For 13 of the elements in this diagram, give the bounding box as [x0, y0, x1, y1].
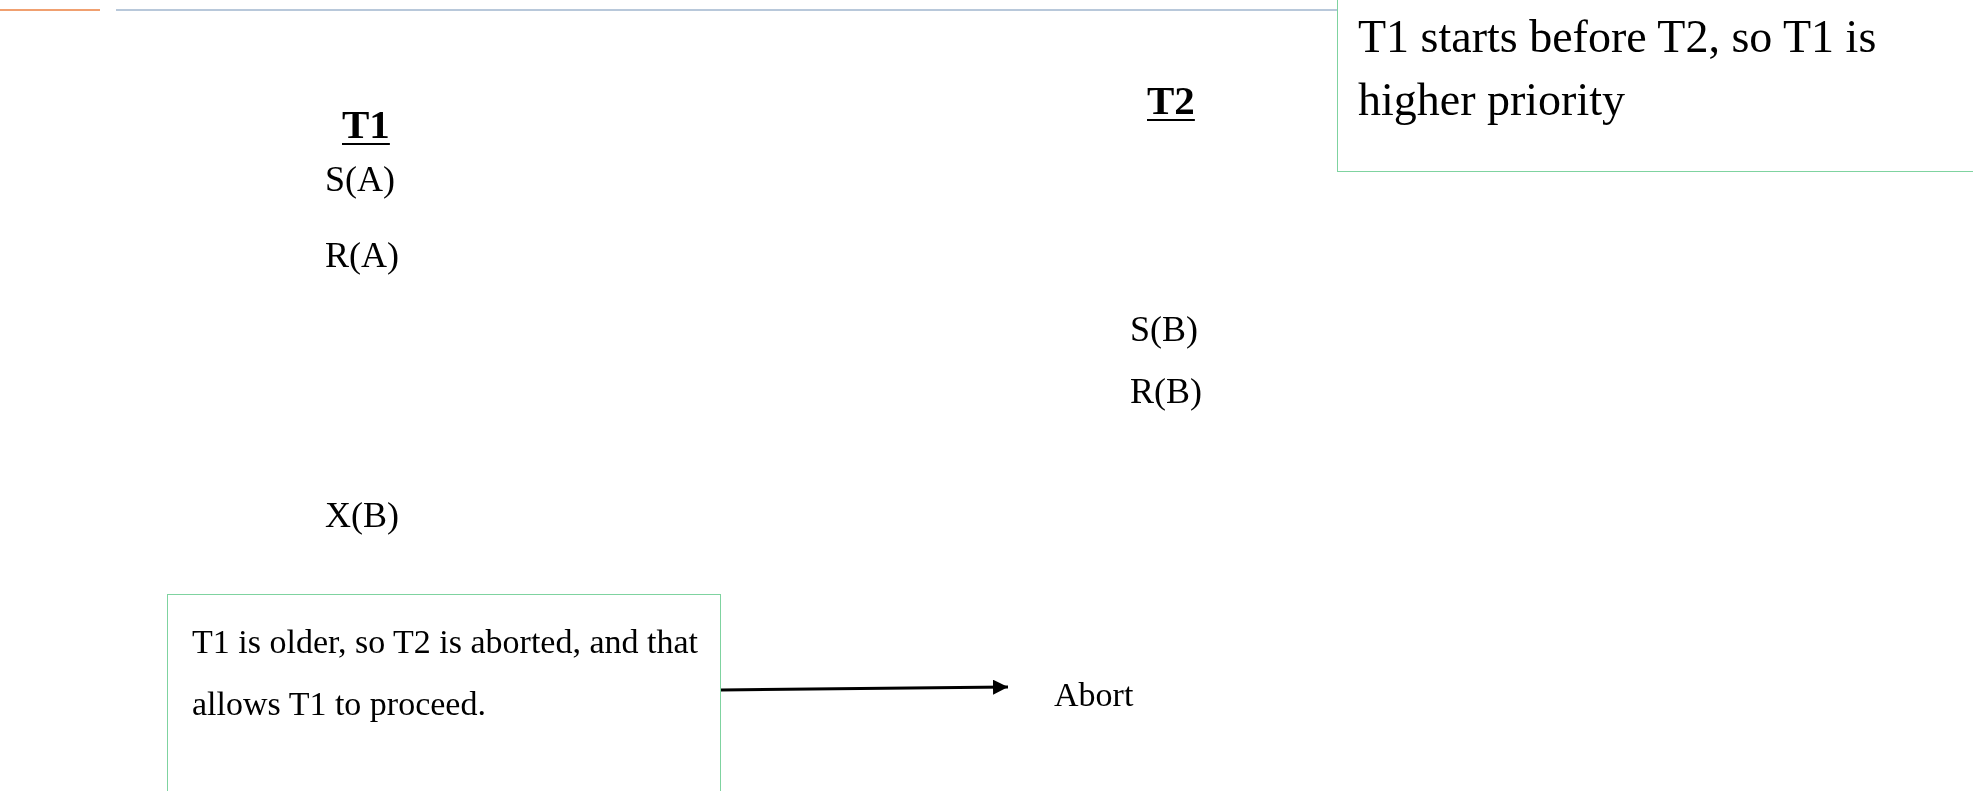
operation-label: X(B): [325, 496, 399, 536]
arrow: [721, 679, 1008, 695]
column-heading: T1: [342, 102, 390, 148]
note-box: [167, 594, 721, 791]
operation-label: R(A): [325, 236, 399, 276]
operation-label: S(B): [1130, 310, 1198, 350]
node-text: T1 starts before T2, so T1 is higher priority: [1358, 11, 1877, 125]
note-box: [1337, 0, 1973, 172]
operation-label: S(A): [325, 160, 395, 200]
column-heading: T2: [1147, 78, 1195, 124]
node-text: Abort: [1054, 676, 1134, 713]
operation-label: R(B): [1130, 372, 1202, 412]
node-text: T1 is older, so T2 is aborted, and that allows T1 to proceed.: [192, 623, 699, 722]
